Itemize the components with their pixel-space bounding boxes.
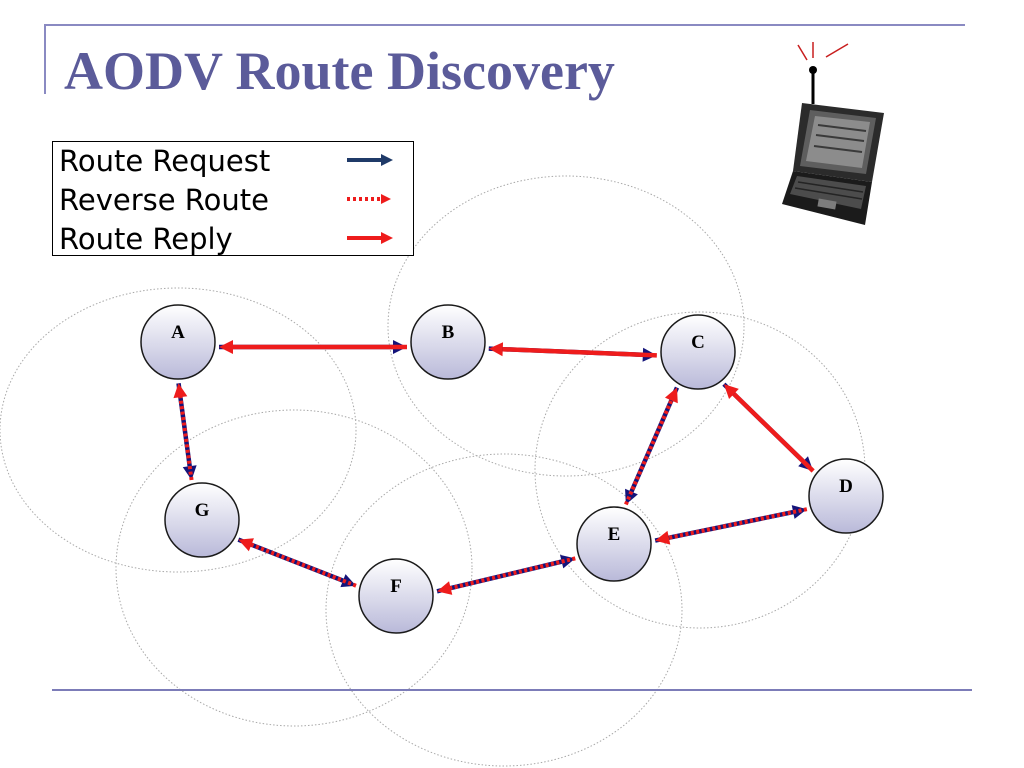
range-circle-a — [0, 287, 357, 573]
link-line — [629, 386, 680, 493]
node-circle — [660, 314, 736, 390]
node-label: G — [195, 500, 210, 521]
node-c: C — [660, 314, 736, 390]
link-route-request-c-e — [625, 386, 680, 505]
arrow-head-icon — [488, 342, 504, 357]
link-reverse-route-e-f — [437, 556, 576, 595]
link-line — [178, 396, 194, 481]
legend-label: Route Reply — [59, 222, 233, 256]
link-line — [250, 542, 357, 588]
node-circle — [140, 304, 216, 380]
arrow-head-icon — [238, 538, 254, 552]
route-links — [173, 340, 815, 595]
link-route-request-g-f — [237, 537, 357, 588]
dotted-arrow-icon — [347, 194, 391, 204]
node-f: F — [358, 558, 434, 634]
node-circle — [164, 482, 240, 558]
arrow-head-icon — [340, 574, 357, 588]
arrow-head-icon — [437, 581, 453, 595]
network-nodes: A B C D E F G — [140, 304, 884, 634]
node-label: E — [608, 524, 621, 545]
link-route-reply-b-a — [219, 340, 407, 354]
link-route-request-f-e — [436, 554, 576, 594]
legend-item-route-reply: Route Reply — [59, 222, 409, 262]
arrow-head-icon — [219, 340, 233, 354]
node-e: E — [576, 506, 652, 582]
link-line — [237, 537, 344, 583]
node-label: D — [839, 476, 853, 497]
footer-rule — [52, 689, 972, 691]
slide-title: AODV Route Discovery — [64, 41, 615, 101]
arrow-head-icon — [723, 384, 739, 399]
node-circle — [410, 304, 486, 380]
link-reverse-route-g-a — [173, 383, 194, 481]
arrow-head-icon — [173, 383, 188, 399]
node-label: B — [442, 322, 455, 343]
node-label: C — [691, 332, 705, 353]
link-route-reply-c-b — [488, 342, 657, 358]
node-a: A — [140, 304, 216, 380]
node-g: G — [164, 482, 240, 558]
node-d: D — [808, 458, 884, 534]
link-reverse-route-d-e — [655, 507, 808, 545]
solid-arrow-icon — [347, 232, 393, 244]
laptop-icon — [782, 42, 884, 225]
link-line — [732, 392, 815, 473]
range-circle-f — [325, 453, 683, 767]
legend-label: Route Request — [59, 144, 271, 178]
link-line — [502, 346, 657, 358]
node-circle — [808, 458, 884, 534]
legend-item-reverse-route: Reverse Route — [59, 183, 409, 223]
node-circle — [358, 558, 434, 634]
node-circle — [576, 506, 652, 582]
legend-item-route-request: Route Request — [59, 144, 409, 184]
arrow-head-icon — [625, 488, 638, 505]
title-frame-top-rule — [45, 24, 965, 26]
node-label: F — [390, 576, 402, 597]
link-reverse-route-f-g — [238, 538, 357, 588]
legend-label: Reverse Route — [59, 183, 269, 217]
title-frame-left-rule — [44, 24, 46, 94]
node-label: A — [171, 322, 185, 343]
arrow-head-icon — [664, 387, 678, 404]
link-line — [624, 399, 674, 506]
arrow-head-icon — [655, 530, 671, 545]
link-route-reply-d-c — [723, 384, 815, 473]
node-b: B — [410, 304, 486, 380]
solid-arrow-icon — [347, 154, 393, 166]
range-circle-b — [387, 175, 745, 477]
transmission-ranges — [0, 175, 866, 767]
link-line — [450, 556, 576, 591]
range-circle-g — [115, 409, 473, 727]
legend: Route Request Reverse Route Route Reply — [52, 141, 414, 256]
link-reverse-route-e-c — [624, 387, 678, 506]
link-line — [668, 507, 808, 540]
